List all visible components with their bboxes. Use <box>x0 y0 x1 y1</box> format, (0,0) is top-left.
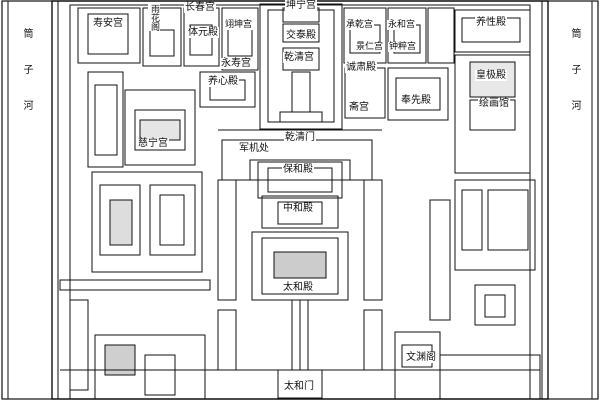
label-yangxing-dian: 养性殿 <box>475 17 507 28</box>
label-yongshou-gong: 永寿宫 <box>220 58 252 69</box>
inner-court <box>259 3 343 130</box>
label-qianqing-gong: 乾清宫 <box>283 52 315 63</box>
label-cheng-su-dian: 诚肃殿 <box>345 62 377 73</box>
label-fengxian-dian: 奉先殿 <box>400 95 432 106</box>
label-zhongcui-gong: 钟粹宫 <box>388 42 418 52</box>
moat-label-east: 筒子河 <box>569 28 580 136</box>
label-taihe-men: 太和门 <box>283 381 315 392</box>
label-huangji-dian: 皇极殿 <box>475 70 507 81</box>
label-tiyuan-dian: 体元殿 <box>187 27 219 38</box>
label-jiaotai-dian: 交泰殿 <box>285 30 317 41</box>
label-wenyuan-ge: 文渊阁 <box>405 352 437 363</box>
label-cining-gong: 慈宁宫 <box>137 138 169 149</box>
label-shouan-gong: 寿安宫 <box>92 18 124 29</box>
label-yonghe-gong: 永和宫 <box>387 20 417 30</box>
label-taihe-dian: 太和殿 <box>282 282 314 293</box>
label-yangxin-dian: 养心殿 <box>207 76 239 87</box>
label-baohe-dian: 保和殿 <box>282 164 314 175</box>
label-zhaigong: 斋宫 <box>348 102 370 113</box>
east-compounds <box>343 7 541 400</box>
label-junji-chu: 军机处 <box>238 143 270 154</box>
outer-court <box>60 129 540 399</box>
label-yuhua-ge: 雨花阁 <box>148 4 160 31</box>
label-qianqing-men: 乾清门 <box>284 132 316 143</box>
label-jingren-gong: 景仁宫 <box>355 42 385 52</box>
label-zhonghe-dian: 中和殿 <box>282 203 314 214</box>
moat-label-west: 筒子河 <box>21 28 32 136</box>
west-compounds <box>59 7 259 400</box>
label-huihua-guan: 绘画馆 <box>478 98 510 109</box>
label-chengqian-gong: 承乾宫 <box>345 20 375 30</box>
label-changchun-gong: 长春宫 <box>184 2 216 13</box>
label-xianfu-gong: 翊坤宫 <box>224 20 254 30</box>
label-kunning-gong: 坤宁宫 <box>285 0 317 11</box>
